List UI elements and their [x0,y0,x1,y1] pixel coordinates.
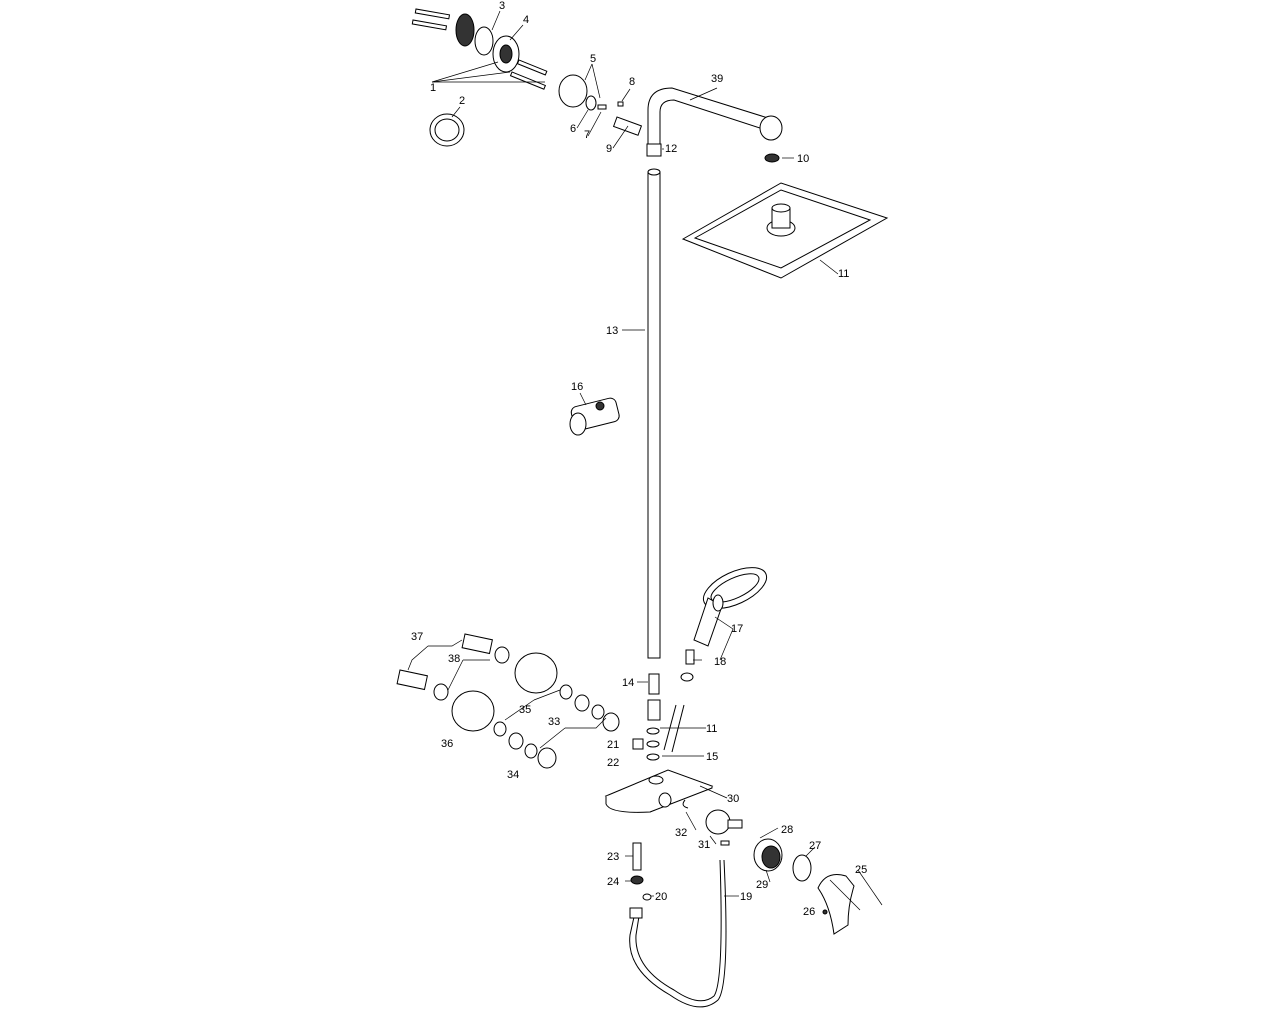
callout-19: 19 [740,891,752,903]
callout-6: 6 [570,123,576,135]
valve-insert [632,842,642,871]
thermostat-body [604,769,855,935]
callout-1: 1 [430,82,436,94]
callout-4: 4 [523,14,529,26]
leader-lines [407,10,883,911]
callout-33: 33 [548,716,560,728]
mounting-screws [411,8,548,90]
callout-17: 17 [731,623,743,635]
riser-pipe [647,168,661,659]
callout-11-lower: 11 [706,723,717,735]
arm-nut [646,143,662,157]
arm-connector [759,115,783,141]
shower-arm [646,87,783,163]
cover-cap-bottom [451,690,495,732]
callout-36: 36 [441,738,453,750]
callout-24: 24 [607,876,619,888]
callout-27: 27 [809,840,821,852]
callout-2: 2 [459,95,465,107]
callout-3: 3 [499,0,505,12]
rosette-plate [455,13,475,47]
cartridge [705,809,731,835]
cover-cap-top [514,652,558,694]
grub-screw [617,101,624,107]
wall-flange [558,74,588,108]
seal-ring [585,95,597,111]
callout-21: 21 [607,739,619,751]
shower-hose [629,842,727,1008]
lever-handle [817,874,855,935]
callout-23: 23 [607,851,619,863]
callout-18: 18 [714,656,726,668]
callout-11-head: 11 [838,268,849,280]
callout-22: 22 [607,757,619,769]
callout-34: 34 [507,769,519,781]
callout-26: 26 [803,906,815,918]
slider-holder [569,397,620,436]
callout-35: 35 [519,704,531,716]
callout-10: 10 [797,153,809,165]
callout-32: 32 [675,827,687,839]
callout-8: 8 [629,76,635,88]
callout-30: 30 [727,793,739,805]
o-ring [474,26,494,56]
wall-mount-group [411,8,643,147]
callout-15: 15 [706,751,718,763]
callout-5: 5 [590,53,596,65]
callout-37: 37 [411,631,423,643]
hose-nut-bottom [629,907,643,919]
callout-7: 7 [584,129,590,141]
callout-13: 13 [606,325,618,337]
callout-9: 9 [606,143,612,155]
callout-16: 16 [571,381,583,393]
head-seal [764,153,780,163]
overhead-shower-head [681,182,889,279]
callout-labels: 1 2 3 4 5 6 7 8 9 10 11 12 13 14 15 16 1… [411,0,867,918]
callout-39: 39 [711,73,723,85]
connector-parts [632,649,695,761]
callout-25: 25 [855,864,867,876]
callout-20: 20 [655,891,667,903]
callout-29: 29 [756,879,768,891]
supply-parts [396,633,620,769]
hand-shower [693,567,768,647]
callout-38: 38 [448,653,460,665]
callout-14: 14 [622,677,634,689]
coupling [647,699,661,721]
small-screw [597,104,607,110]
callout-12: 12 [665,143,677,155]
callout-28: 28 [781,824,793,836]
pipe-sleeve [648,673,660,695]
bottom-seal [630,875,644,885]
hose-nut [685,649,695,665]
callout-31: 31 [698,839,710,851]
